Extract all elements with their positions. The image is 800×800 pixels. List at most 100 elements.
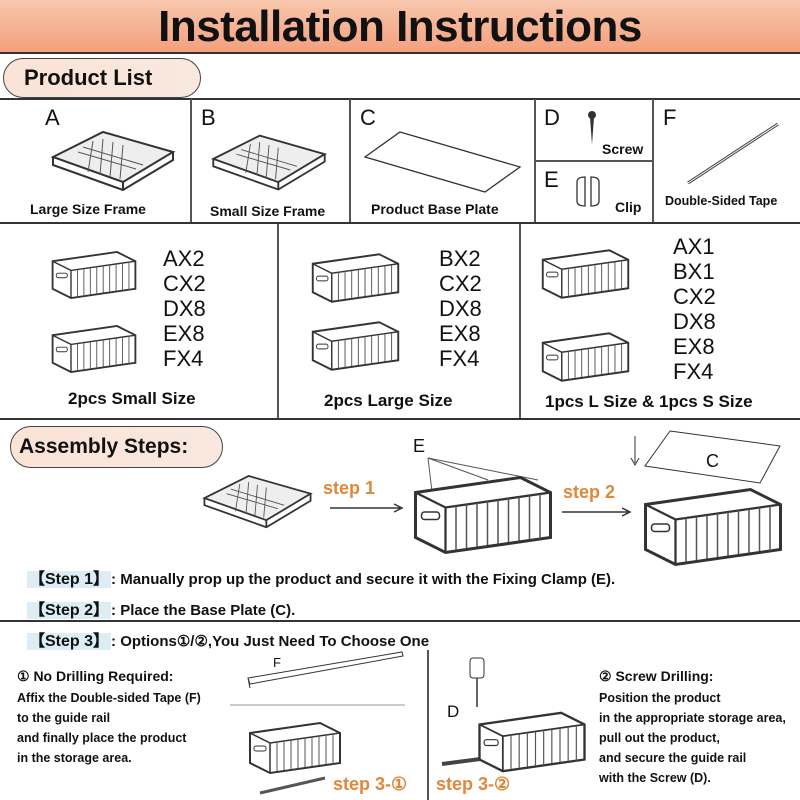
item-letter: C (360, 105, 376, 130)
pack-mixed: AX1 BX1 CX2 DX8 EX8 FX4 1pcs L Size & 1p… (520, 224, 800, 418)
option1-title: ① No Drilling Required: (17, 668, 174, 684)
step-label: 【Step 2】 (27, 602, 112, 619)
step-label: 【Step 3】 (27, 633, 112, 650)
drill-illustration (441, 657, 586, 773)
content-line: AX1 (673, 234, 715, 259)
text-line: Affix the Double-sided Tape (F) (17, 691, 201, 705)
basket-illustration (308, 316, 403, 376)
text-line: to the guide rail (17, 711, 111, 725)
pack-contents: AX1 BX1 CX2 DX8 EX8 FX4 (673, 234, 716, 384)
text-line: and secure the guide rail (599, 751, 747, 765)
basket-illustration (48, 320, 140, 378)
basket-illustration (308, 248, 403, 308)
pack-label: 2pcs Small Size (68, 389, 196, 408)
frame-illustration (200, 470, 315, 535)
divider (652, 99, 654, 222)
step-3: 【Step 3】: Options①/②,You Just Need To Ch… (27, 627, 429, 651)
clip-label: E (413, 436, 426, 456)
base-plate-illustration (630, 430, 781, 484)
divider (277, 224, 279, 418)
tape-illustration (687, 122, 779, 185)
arrow-icon (562, 507, 632, 517)
pack-label: 2pcs Large Size (324, 391, 453, 410)
content-line: EX8 (673, 334, 715, 359)
item-label: Clip (615, 199, 642, 215)
text-line: in the appropriate storage area, (599, 711, 786, 725)
page-title: Installation Instructions (158, 2, 642, 51)
step-2: 【Step 2】: Place the Base Plate (C). (27, 596, 295, 620)
item-letter: D (544, 105, 560, 130)
step-text: : Manually prop up the product and secur… (111, 571, 616, 588)
divider (519, 224, 521, 418)
small-frame-illustration (199, 131, 339, 196)
tape-label: F (273, 655, 281, 670)
base-plate-illustration (363, 131, 522, 193)
pack-contents: BX2 CX2 DX8 EX8 FX4 (439, 246, 482, 371)
item-e: E Clip (535, 161, 652, 222)
pack-label: 1pcs L Size & 1pcs S Size (545, 392, 753, 411)
item-label: Small Size Frame (210, 203, 326, 219)
screw-icon (588, 111, 596, 145)
content-line: CX2 (439, 271, 482, 296)
content-line: CX2 (673, 284, 716, 309)
item-label: Product Base Plate (371, 201, 499, 217)
content-line: AX2 (163, 246, 205, 271)
text-line: and finally place the product (17, 731, 187, 745)
product-list-heading: Product List (3, 58, 201, 98)
step-text: : Place the Base Plate (C). (111, 602, 296, 619)
step-1: 【Step 1】: Manually prop up the product a… (27, 565, 615, 589)
text-line: in the storage area. (17, 751, 132, 765)
step2-label: step 2 (563, 482, 616, 502)
divider (190, 99, 192, 222)
assembly-steps-heading: Assembly Steps: (10, 426, 223, 468)
item-letter: A (45, 105, 60, 130)
content-line: EX8 (439, 321, 481, 346)
text-line: with the Screw (D). (599, 771, 711, 785)
step1-label: step 1 (323, 478, 376, 498)
option1-text: Affix the Double-sided Tape (F) to the g… (17, 688, 201, 768)
plate-label: C (706, 451, 719, 471)
item-letter: E (544, 167, 559, 192)
header-banner: Installation Instructions (0, 0, 800, 54)
option2-title: ② Screw Drilling: (599, 668, 714, 684)
content-line: FX4 (439, 346, 480, 371)
pack-contents: AX2 CX2 DX8 EX8 FX4 (163, 246, 206, 371)
content-line: DX8 (163, 296, 206, 321)
text-line: Position the product (599, 691, 721, 705)
item-f: F Double-Sided Tape (653, 99, 800, 222)
item-label: Screw (602, 141, 644, 157)
screw-label: D (447, 702, 460, 721)
item-d: D Screw (535, 99, 652, 160)
item-label: Large Size Frame (30, 201, 146, 217)
pack-small: AX2 CX2 DX8 EX8 FX4 2pcs Small Size (0, 224, 277, 418)
divider (0, 418, 800, 420)
divider (349, 99, 351, 222)
pack-large: BX2 CX2 DX8 EX8 FX4 2pcs Large Size (278, 224, 519, 418)
step3-2-label: step 3-② (436, 774, 511, 794)
item-label: Double-Sided Tape (665, 194, 778, 208)
content-line: FX4 (673, 359, 714, 384)
large-frame-illustration (48, 127, 178, 197)
option2-text: Position the product in the appropriate … (599, 688, 786, 788)
item-b: B Small Size Frame (191, 99, 349, 222)
content-line: DX8 (439, 296, 482, 321)
divider (0, 222, 800, 224)
divider (0, 620, 800, 622)
content-line: BX2 (439, 246, 481, 271)
content-line: FX4 (163, 346, 204, 371)
step-label: 【Step 1】 (27, 571, 112, 588)
tape-rail-illustration (230, 651, 405, 795)
basket-with-clips-illustration (414, 457, 552, 554)
divider (0, 98, 800, 100)
basket-illustration (538, 244, 633, 304)
item-c: C Product Base Plate (350, 99, 534, 222)
step-text: : Options①/②,You Just Need To Choose One (111, 633, 430, 650)
text-line: pull out the product, (599, 731, 720, 745)
content-line: BX1 (673, 259, 715, 284)
content-line: DX8 (673, 309, 716, 334)
basket-illustration (538, 328, 633, 386)
basket-illustration (48, 246, 140, 304)
basket-illustration (638, 482, 788, 572)
content-line: EX8 (163, 321, 205, 346)
content-line: CX2 (163, 271, 206, 296)
